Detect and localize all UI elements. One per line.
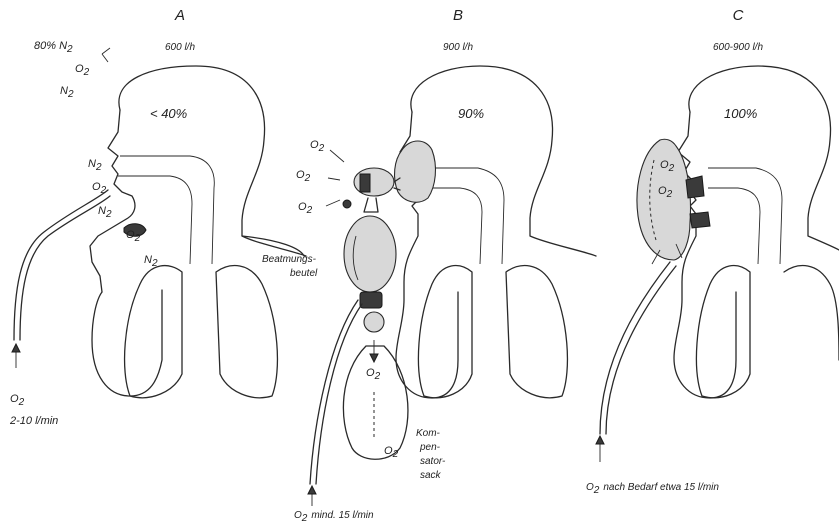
panel-b-reservoir-valve — [360, 292, 382, 308]
panel-a-supply-o2: O2 — [10, 393, 25, 408]
panel-b-reservoir-label-2: pen- — [419, 442, 441, 453]
panel-c-letter: C — [733, 7, 744, 24]
panel-a-o2-arrow-head — [12, 344, 20, 352]
panel-b-lung-right — [506, 266, 567, 398]
panel-b-reservoir-arrow-head — [370, 354, 378, 362]
panel-c-mask-valve — [686, 176, 704, 198]
panel-b: B 900 l/h O2 O2 O2 Beatmungs- beutel — [262, 7, 596, 524]
panel-c-airway — [708, 168, 782, 264]
panel-b-supply-arrow-head — [308, 486, 316, 494]
panel-a-percentage: < 40% — [150, 106, 187, 121]
panel-a-n2-80-label: 80% N2 — [34, 40, 73, 55]
panel-b-reservoir-label-1: Kom- — [416, 428, 441, 439]
panel-a-airway — [118, 156, 214, 264]
panel-a-n2-label-1: N2 — [60, 85, 74, 100]
panel-a-letter: A — [174, 7, 185, 24]
panel-b-letter: B — [453, 7, 463, 24]
panel-b-o2-label-3: O2 — [298, 201, 313, 216]
panel-b-reservoir-joint — [364, 312, 384, 332]
panel-b-exhaust-arrow-2 — [328, 178, 340, 180]
panel-b-exhaust-arrow-3 — [326, 200, 340, 206]
panel-b-o2-label-4: O2 — [366, 367, 381, 382]
panel-a-o2-label-2: O2 — [92, 181, 107, 196]
panel-a-head-outline — [119, 66, 306, 256]
panel-a-lung-right — [216, 266, 277, 398]
panel-b-inlet-port — [343, 200, 351, 208]
panel-c-flow: 600-900 l/h — [713, 42, 763, 53]
panel-b-reservoir-bag — [343, 346, 408, 459]
panel-b-percentage: 90% — [458, 106, 484, 121]
panel-b-o2-label-2: O2 — [296, 169, 311, 184]
panel-c-lung-left — [696, 266, 750, 398]
panel-c-lung-right — [784, 266, 839, 360]
panel-a-n2-label-2: N2 — [88, 158, 102, 173]
panel-b-o2-label-1: O2 — [310, 139, 325, 154]
panel-b-bag-label-2: beutel — [290, 268, 318, 279]
panel-a-lung-left — [125, 266, 182, 398]
panel-a-flow-arrow — [102, 48, 110, 62]
panel-b-ventilation-bag — [344, 216, 396, 292]
panel-c-mask-valve-2 — [690, 212, 710, 228]
panel-b-lung-left — [418, 266, 472, 398]
panel-a-o2-label-1: O2 — [75, 63, 90, 78]
panel-c-percentage: 100% — [724, 106, 757, 121]
panel-a-n2-label-4: N2 — [144, 254, 158, 269]
panel-c-face-profile — [674, 112, 736, 398]
panel-b-airway — [430, 168, 504, 264]
panel-b-bag-label-1: Beatmungs- — [262, 254, 317, 265]
panel-b-reservoir-label-4: sack — [420, 470, 442, 481]
panel-b-supply-tube — [310, 300, 358, 484]
panel-a: A 600 l/h 80% N2 O2 N2 N2 O2 N2 O2 N2 < … — [9, 7, 306, 427]
panel-c-head-outline — [689, 66, 839, 250]
panel-a-face-profile — [90, 110, 162, 396]
panel-a-n2-label-3: N2 — [98, 205, 112, 220]
panel-a-flow: 600 l/h — [165, 42, 195, 53]
panel-a-supply-rate: 2-10 l/min — [9, 415, 58, 427]
panel-b-exhaust-arrow-1 — [330, 150, 344, 162]
panel-c-supply-arrow-head — [596, 436, 604, 444]
panel-c-mask — [637, 139, 691, 260]
panel-b-flow: 900 l/h — [443, 42, 473, 53]
panel-b-reservoir-label-3: sator- — [420, 456, 446, 467]
panel-b-valve-body — [360, 174, 370, 192]
panel-b-bag-neck — [364, 198, 378, 212]
